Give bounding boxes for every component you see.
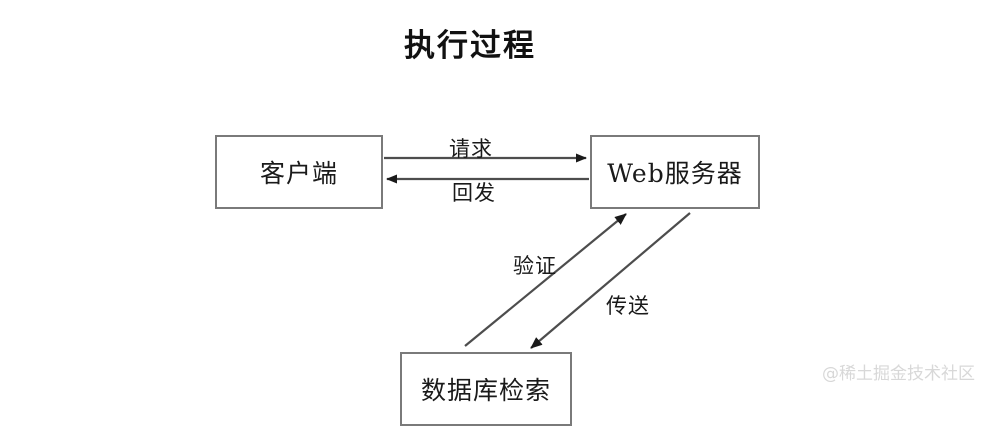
arrow-transmit-line: [530, 212, 691, 349]
node-webserver-label: Web服务器: [607, 159, 743, 188]
edge-label-verify: 验证: [513, 254, 557, 278]
node-database[interactable]: 数据库检索: [400, 352, 572, 426]
diagram-canvas: 执行过程 客户端 Web服务器 数据库检索 请求 回发 验证 传送 @稀土掘金技…: [215, 28, 975, 426]
page-title: 执行过程: [404, 28, 536, 64]
node-webserver[interactable]: Web服务器: [590, 135, 760, 209]
edge-label-request: 请求: [449, 137, 493, 161]
node-client[interactable]: 客户端: [215, 135, 383, 209]
watermark: @稀土掘金技术社区: [822, 364, 975, 384]
diagram-arrows-layer: [384, 153, 691, 349]
edge-label-transmit: 传送: [606, 294, 650, 318]
edge-label-postback: 回发: [452, 181, 496, 205]
arrow-verify-line: [464, 213, 627, 347]
node-database-label: 数据库检索: [420, 376, 551, 405]
node-client-label: 客户端: [259, 159, 338, 188]
